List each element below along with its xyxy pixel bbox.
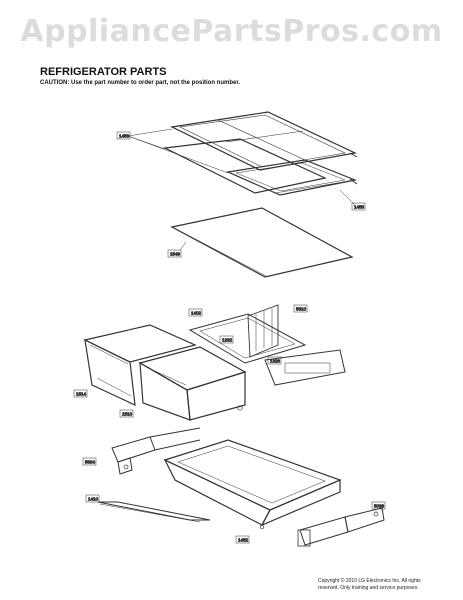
left-rail-extension: [149, 427, 201, 438]
freezer-tray-side: [260, 479, 341, 527]
upper-shelf-inner: [178, 114, 346, 168]
upper-shelf-frame: [170, 111, 357, 171]
callout-box: [167, 249, 182, 258]
left-drawer-rim: [96, 377, 132, 397]
right-drawer-front: [139, 361, 191, 421]
callout-box: [82, 457, 97, 466]
upper-shelf-divider-2: [225, 130, 304, 143]
leader-line: [127, 135, 229, 174]
left-drawer-front: [84, 338, 136, 406]
glass-shelf-edge: [175, 228, 267, 277]
freezer-tray-front: [163, 458, 271, 526]
freezer-tray-inner: [177, 445, 326, 504]
glass-panel-inner: [235, 162, 346, 192]
drawer-cover-strip: [97, 501, 211, 521]
callout-1458-b: 1458: [354, 205, 365, 210]
callout-box: [219, 335, 234, 344]
leader-line: [339, 189, 356, 206]
left-rail-extension: [154, 439, 201, 451]
callout-labels: 1458 1458 1549 1402 5610 1262 1328 1514 …: [73, 131, 386, 544]
leader-line: [127, 128, 173, 137]
shelf-bracket: [349, 152, 358, 158]
left-drawer-top: [83, 324, 197, 363]
crisper-cover-frame: [188, 313, 307, 364]
lower-shelf-frame: [162, 138, 327, 194]
copyright-line-2: reserved. Only training and service purp…: [318, 585, 419, 591]
shelf-assembly: [127, 111, 358, 206]
rail-roller: [373, 511, 379, 517]
callout-1328: 1328: [270, 359, 281, 364]
callout-5036: 5036: [374, 504, 385, 509]
humidity-slide: [247, 304, 279, 358]
crisper-rail: [264, 349, 346, 386]
right-slide-rail: [299, 516, 349, 546]
callout-box: [188, 308, 203, 317]
callout-box: [351, 202, 366, 211]
glass-panel: [225, 159, 358, 196]
shelf-edge: [274, 180, 351, 194]
callout-1514: 1514: [76, 392, 87, 397]
callout-1262: 1262: [222, 338, 233, 343]
callout-box: [371, 501, 386, 510]
glass-shelf-outline: [170, 207, 354, 278]
callout-1458: 1458: [119, 134, 130, 139]
watermark: AppliancePartsPros.com: [20, 14, 443, 49]
page-title: REFRIGERATOR PARTS: [40, 66, 167, 78]
strip-edge: [99, 503, 201, 523]
callout-box: [85, 494, 100, 503]
callout-5634: 5634: [85, 460, 96, 465]
callout-1510: 1510: [122, 412, 133, 417]
freezer-tray-top: [163, 439, 342, 511]
crisper-assembly: [83, 304, 346, 421]
copyright-line-1: Copyright © 2010 LG Electronics Inc. All…: [318, 578, 421, 584]
callout-box: [267, 356, 282, 365]
callout-1410: 1410: [88, 497, 99, 502]
shelf-bracket-2: [349, 178, 358, 185]
right-rail-bracket: [297, 529, 311, 547]
upper-shelf-divider: [217, 119, 306, 161]
callout-box: [293, 304, 308, 313]
callout-5610: 5610: [296, 307, 307, 312]
right-rail-extension: [344, 507, 385, 533]
leader-line: [179, 241, 187, 251]
right-drawer-rim: [145, 366, 187, 386]
callout-box: [73, 389, 88, 398]
right-drawer-side: [186, 371, 246, 421]
callout-box: [119, 409, 134, 418]
freezer-drawer-assembly: [97, 427, 385, 547]
rail-roller: [123, 464, 129, 470]
callout-1402: 1402: [191, 311, 202, 316]
left-slide-rail: [111, 436, 156, 463]
copyright-notice: Copyright © 2010 LG Electronics Inc. All…: [318, 578, 458, 592]
callout-1452: 1452: [238, 538, 249, 543]
crisper-cover-inner: [199, 317, 296, 359]
tray-foot: [259, 524, 265, 530]
callout-box: [235, 535, 250, 544]
callout-box: [116, 131, 131, 140]
glass-shelf: [170, 207, 354, 278]
left-drawer-rim: [89, 344, 129, 365]
drawer-roller: [237, 405, 243, 411]
crisper-rail-detail: [284, 362, 331, 374]
left-rail-bracket: [117, 457, 133, 475]
callout-1549: 1549: [170, 252, 181, 257]
caution-note: CAUTION: Use the part number to order pa…: [40, 80, 241, 86]
